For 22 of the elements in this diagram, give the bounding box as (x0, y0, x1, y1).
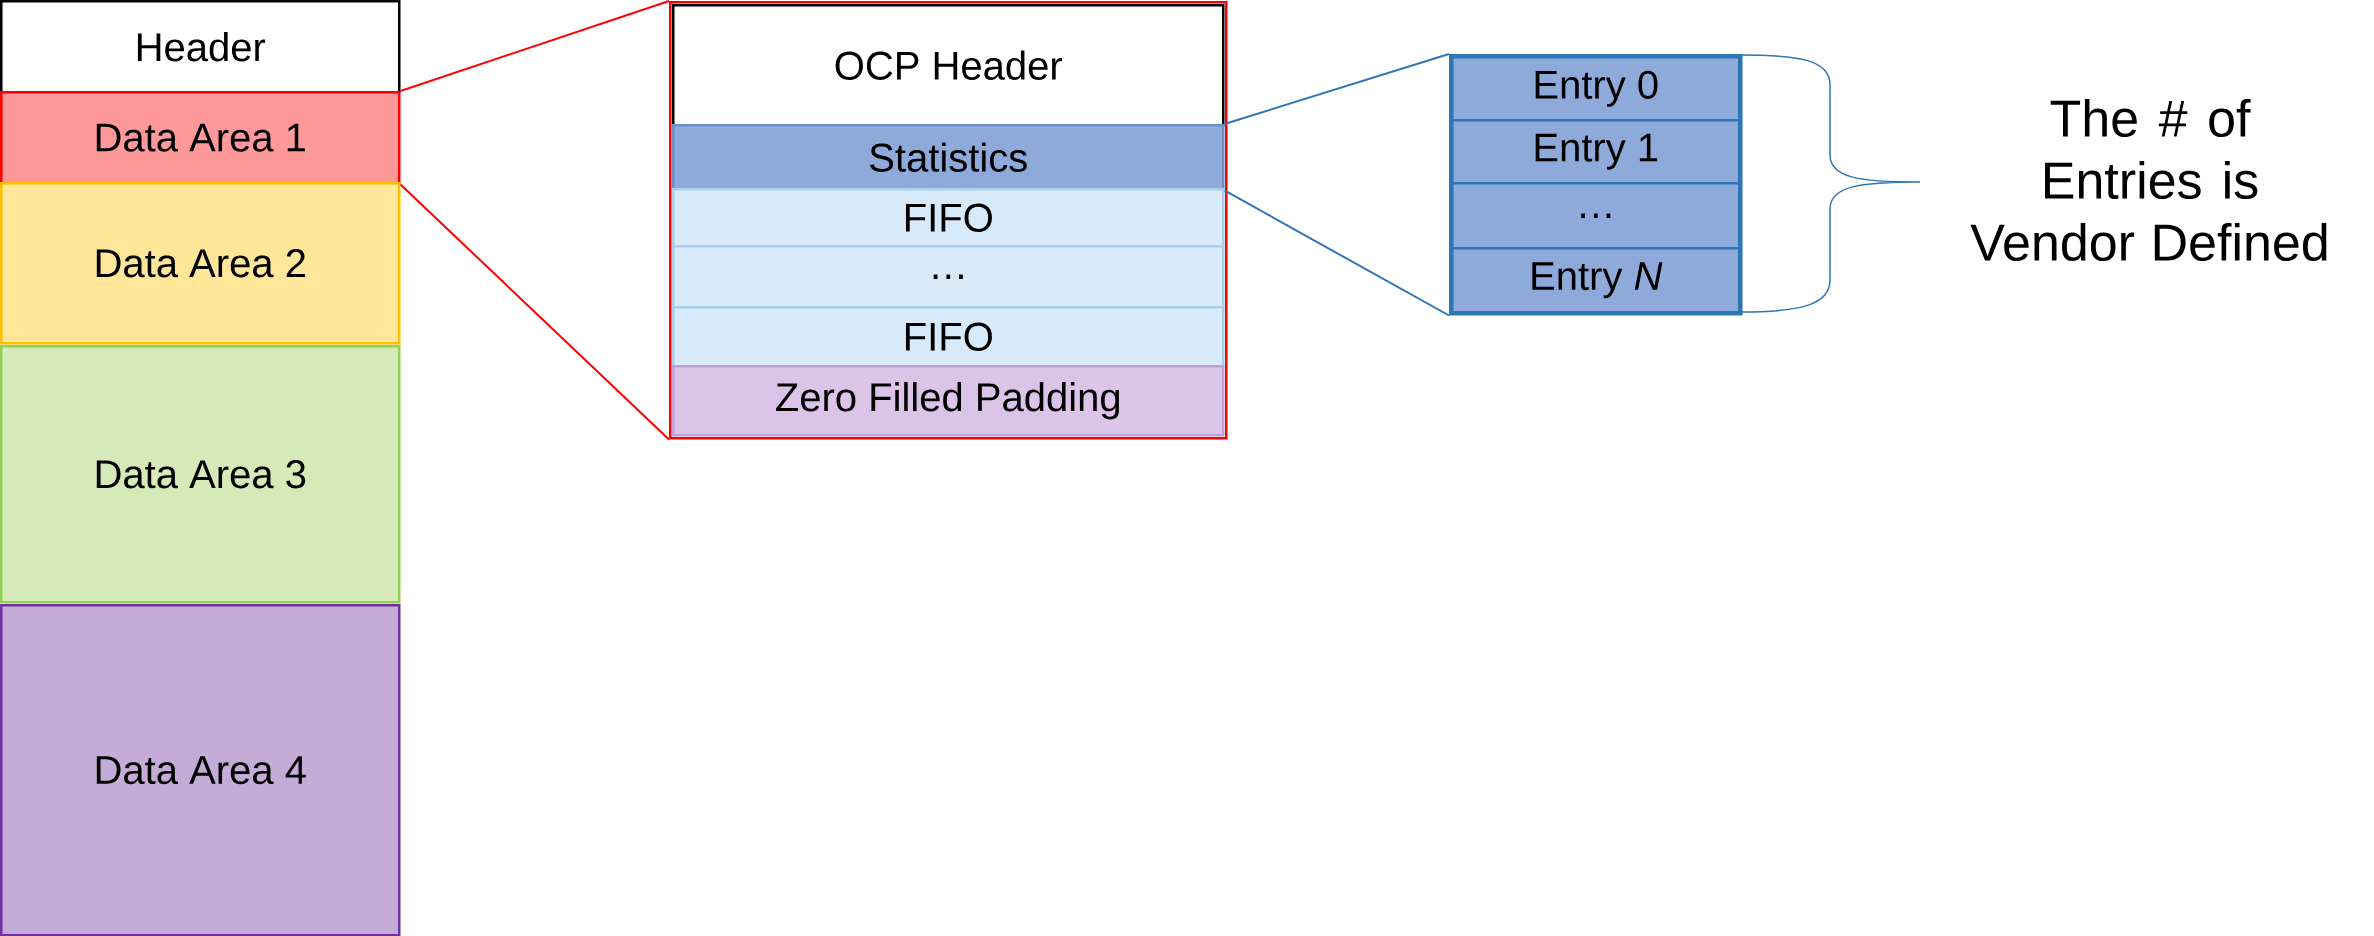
note-text: The # of Entries is Vendor Defined (1970, 98, 2327, 262)
entry-box: Entry N (1451, 247, 1741, 314)
fifo-box: FIFO (672, 188, 1225, 248)
statistics-box: Statistics (672, 124, 1225, 191)
fifo-box: FIFO (672, 306, 1225, 368)
ellipsis-box: … (1451, 182, 1741, 250)
zoom-line (1223, 53, 1450, 125)
entry-box: Entry 0 (1451, 56, 1741, 122)
zoom-line (1223, 189, 1450, 317)
zoom-line (399, 183, 670, 441)
zoom-line (399, 0, 670, 92)
data-area-box: Data Area 4 (0, 604, 401, 936)
data-area-box: Data Area 3 (0, 345, 401, 604)
zoom-frame (669, 1, 1228, 440)
header-box: OCP Header (672, 4, 1225, 127)
data-area-box: Data Area 1 (0, 91, 401, 185)
entry-box: Entry 1 (1451, 119, 1741, 185)
data-area-box: Data Area 2 (0, 182, 401, 345)
entry-frame (1449, 54, 1743, 316)
header-box: Header (0, 0, 401, 94)
ellipsis-box: … (672, 245, 1225, 309)
padding-box: Zero Filled Padding (672, 365, 1225, 437)
